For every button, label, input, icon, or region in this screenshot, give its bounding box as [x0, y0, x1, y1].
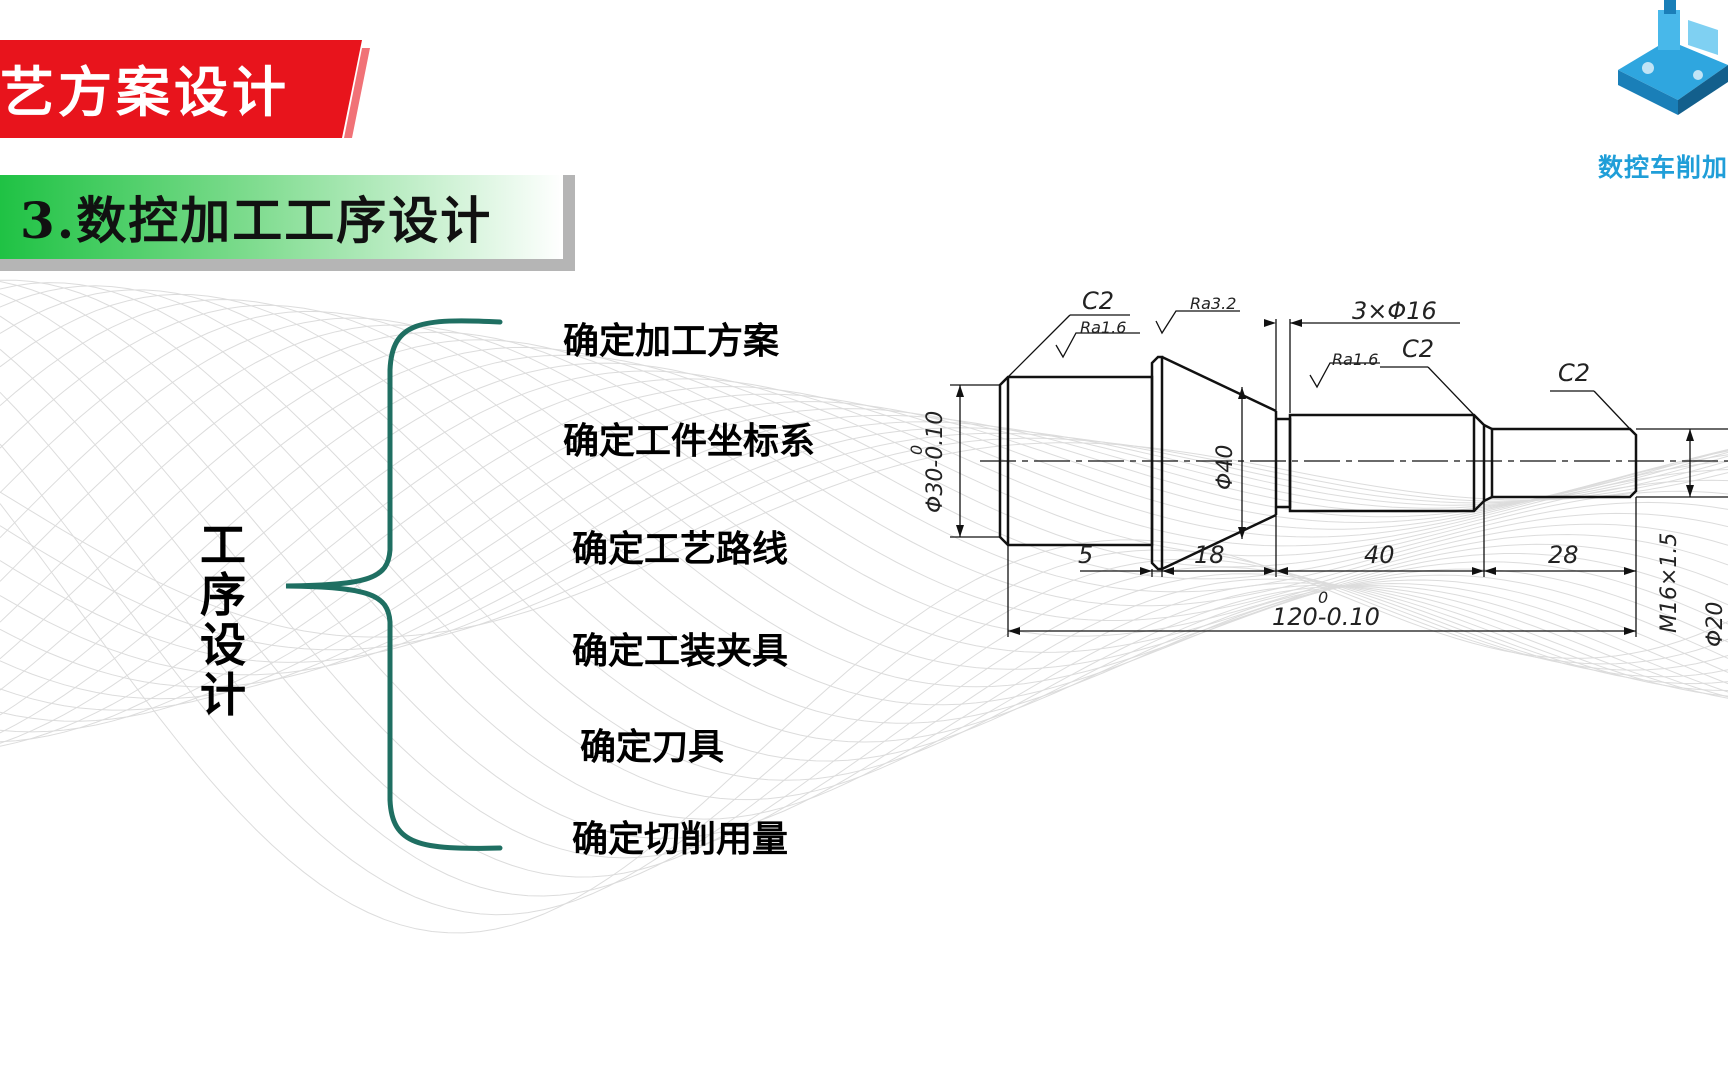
background-wave-line [0, 432, 1728, 663]
background-wave-line [0, 292, 1728, 839]
roughness-label: Ra1.6 [1332, 350, 1378, 369]
diameter-right-label: Φ20 [1703, 602, 1728, 647]
process-design-label-char: 序 [200, 568, 246, 622]
background-wave-line [0, 393, 1728, 733]
background-wave-line [0, 298, 1728, 706]
background-wave-line [0, 427, 1728, 676]
background-wave-line [0, 310, 1728, 670]
background-wave-line [0, 331, 1728, 623]
background-wave-line [0, 281, 1728, 820]
step-item: 确定工装夹具 [572, 631, 789, 672]
thread-label: M16×1.5 [1657, 533, 1682, 633]
section-subtitle: 3.数控加工工序设计 [20, 191, 493, 250]
length-label: 5 [1078, 541, 1093, 569]
logo-caption: 数控车削加 [1598, 153, 1728, 182]
length-label: 40 [1364, 541, 1395, 569]
step-item: 确定工件坐标系 [563, 421, 816, 462]
chamfer-label: C2 [1402, 335, 1434, 363]
title-banner [0, 40, 370, 138]
length-label: 18 [1194, 541, 1225, 569]
process-design-label: 工 序 设 计 [198, 520, 248, 720]
background-wave-line [0, 362, 1728, 734]
process-design-label-char: 计 [200, 668, 246, 722]
background-wave-line [0, 317, 1728, 653]
page-title: 艺方案设计 [0, 61, 290, 124]
diameter-40-label: Φ40 [1213, 445, 1238, 490]
step-item: 确定加工方案 [563, 321, 780, 362]
process-design-label-char: 工 [200, 518, 246, 572]
total-length-label: 120-0.10 [1272, 603, 1380, 631]
step-item: 确定工艺路线 [572, 529, 789, 570]
tolerance-upper-label: 0 [907, 445, 926, 455]
chamfer-label: C2 [1558, 359, 1590, 387]
length-label: 28 [1548, 541, 1579, 569]
background-wave-line [0, 391, 1728, 897]
background-wave-line [0, 282, 1728, 781]
background-wave-line [0, 346, 1728, 691]
background-wave-line [0, 293, 1728, 724]
groove-dimension-label: 3×Φ16 [1352, 297, 1437, 325]
background-wave-line [0, 339, 1728, 660]
diameter-30-label: Φ30-0.10 [923, 411, 948, 513]
background-wave-line [0, 443, 1728, 916]
roughness-label: Ra3.2 [1190, 294, 1236, 313]
background-wave-line [0, 354, 1728, 716]
background-wave-line [0, 315, 1728, 859]
background-wave-line [0, 442, 1728, 638]
background-wave-line [0, 370, 1728, 744]
background-wave-line [0, 378, 1728, 747]
cnc-machine-logo-icon [1618, 0, 1728, 115]
process-design-label-char: 设 [200, 618, 246, 672]
background-wave-line [0, 285, 1728, 762]
background-wave-line [0, 348, 1728, 878]
background-wave-line [0, 503, 1728, 934]
background-wave-line [0, 304, 1728, 688]
curly-brace [285, 318, 503, 851]
background-wave-line [0, 386, 1728, 743]
background-wave-line [0, 421, 1728, 688]
chamfer-label: C2 [1082, 287, 1114, 315]
step-item: 确定刀具 [580, 727, 725, 768]
background-wave-line [0, 289, 1728, 743]
background-wave-line [0, 437, 1728, 651]
tolerance-upper-label: 0 [1318, 588, 1328, 607]
shaft-engineering-drawing: C2 Ra1.6 Ra3.2 3×Φ16 C2 Ra1.6 C2 Φ30-0.1… [907, 287, 1728, 647]
background-wave-line [0, 324, 1728, 637]
step-item: 确定切削用量 [572, 819, 789, 860]
subtitle-banner [0, 175, 575, 271]
roughness-label: Ra1.6 [1080, 318, 1126, 337]
